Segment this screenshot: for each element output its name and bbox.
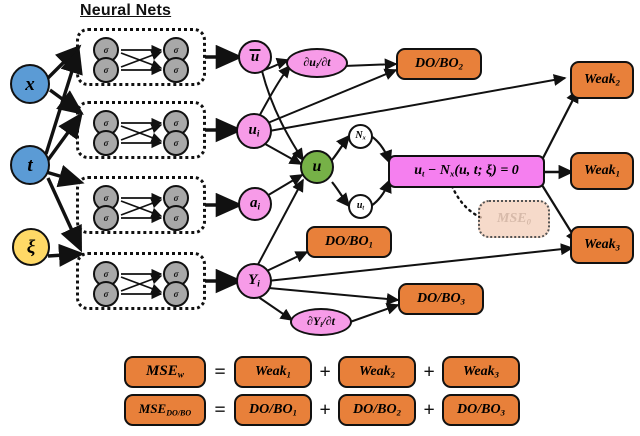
dobo3-box[interactable]: DO/BO3	[398, 283, 484, 315]
plus-sign-row1-a: +	[319, 360, 331, 383]
output-node-ui[interactable]: ui	[236, 113, 272, 149]
latent-label-u: u	[312, 158, 322, 175]
dobo1-box[interactable]: DO/BO1	[306, 226, 392, 258]
operator-label-ut: ut	[356, 200, 365, 212]
mse-dobo-box[interactable]: MSEDO/BO	[124, 394, 206, 426]
weak3-label: Weak3	[584, 236, 620, 253]
weak3-box[interactable]: Weak3	[570, 226, 634, 264]
mse-w-label: MSEw	[146, 362, 184, 381]
output-label-ai: ai	[249, 194, 261, 213]
dobo1-label: DO/BO1	[325, 233, 373, 250]
output-label-ui: ui	[248, 121, 260, 140]
weak1-term-row1[interactable]: Weak1	[234, 356, 312, 388]
neural-net-box-2[interactable]: σ σ σ σ	[76, 101, 206, 159]
dobo2-label: DO/BO2	[415, 55, 463, 72]
pde-equation-box[interactable]: ut − Νx(u, t; ξ) = 0	[388, 155, 545, 188]
mse-w-box[interactable]: MSEw	[124, 356, 206, 388]
dobo2-box[interactable]: DO/BO2	[396, 48, 482, 80]
pde-equation-text: ut − Νx(u, t; ξ) = 0	[414, 163, 519, 179]
dobo2-term-row2[interactable]: DO/BO2	[338, 394, 416, 426]
sigma-neuron: σ	[93, 205, 119, 231]
nn-internal-edges	[120, 44, 163, 76]
mse0-box[interactable]: MSE0	[478, 200, 550, 238]
nn-internal-edges	[120, 268, 163, 300]
input-node-xi[interactable]: ξ	[12, 228, 50, 266]
sigma-neuron: σ	[163, 130, 189, 156]
weak3-term-row1[interactable]: Weak3	[442, 356, 520, 388]
weak2-term-row1[interactable]: Weak2	[338, 356, 416, 388]
weak2-term-label: Weak2	[359, 363, 395, 380]
sigma-neuron: σ	[93, 57, 119, 83]
derivative-node-dui-dt[interactable]: ∂ui/∂t	[286, 48, 348, 78]
output-node-ubar[interactable]: u	[238, 40, 272, 74]
nn-internal-edges	[120, 117, 163, 149]
output-label-ubar: u	[249, 48, 261, 65]
weak1-label: Weak1	[584, 162, 620, 179]
input-label-xi: ξ	[26, 236, 36, 258]
sigma-neuron: σ	[93, 281, 119, 307]
weak1-term-label: Weak1	[255, 363, 291, 380]
equals-sign-row1: =	[214, 360, 226, 383]
sigma-neuron: σ	[163, 57, 189, 83]
operator-node-ut[interactable]: ut	[348, 194, 373, 219]
weak2-label: Weak2	[584, 71, 620, 88]
output-node-ai[interactable]: ai	[238, 187, 272, 221]
weak2-box[interactable]: Weak2	[570, 61, 634, 99]
plus-sign-row1-b: +	[423, 360, 435, 383]
neural-net-box-1[interactable]: σ σ σ σ	[76, 28, 206, 86]
weak1-box[interactable]: Weak1	[570, 152, 634, 190]
dobo2-term-label: DO/BO2	[353, 401, 401, 418]
dobo1-term-row2[interactable]: DO/BO1	[234, 394, 312, 426]
latent-node-u[interactable]: u	[300, 150, 334, 184]
sigma-neuron: σ	[163, 205, 189, 231]
neural-net-box-4[interactable]: σ σ σ σ	[76, 252, 206, 310]
input-node-x[interactable]: x	[10, 64, 50, 104]
derivative-label-dui-dt: ∂ui/∂t	[303, 55, 331, 71]
mse0-label: MSE0	[497, 210, 531, 227]
weak3-term-label: Weak3	[463, 363, 499, 380]
output-node-Yi[interactable]: Yi	[236, 263, 272, 299]
derivative-label-dYi-dt: ∂Yi/∂t	[307, 314, 335, 330]
nn-internal-edges	[120, 192, 163, 224]
equals-sign-row2: =	[214, 398, 226, 421]
neural-net-box-3[interactable]: σ σ σ σ	[76, 176, 206, 234]
mse-dobo-label: MSEDO/BO	[138, 401, 192, 418]
plus-sign-row2-a: +	[319, 398, 331, 421]
derivative-node-dYi-dt[interactable]: ∂Yi/∂t	[290, 308, 352, 336]
input-node-t[interactable]: t	[10, 145, 50, 185]
dobo3-label: DO/BO3	[417, 290, 465, 307]
page-title: Neural Nets	[80, 2, 172, 19]
sigma-neuron: σ	[93, 130, 119, 156]
operator-node-Nx[interactable]: Nx	[348, 124, 373, 149]
plus-sign-row2-b: +	[423, 398, 435, 421]
output-label-Yi: Yi	[248, 271, 260, 290]
dobo1-term-label: DO/BO1	[249, 401, 297, 418]
input-label-x: x	[25, 73, 35, 95]
input-label-t: t	[27, 154, 33, 176]
dobo3-term-label: DO/BO3	[457, 401, 505, 418]
operator-label-Nx: Nx	[355, 130, 366, 142]
sigma-neuron: σ	[163, 281, 189, 307]
dobo3-term-row2[interactable]: DO/BO3	[442, 394, 520, 426]
